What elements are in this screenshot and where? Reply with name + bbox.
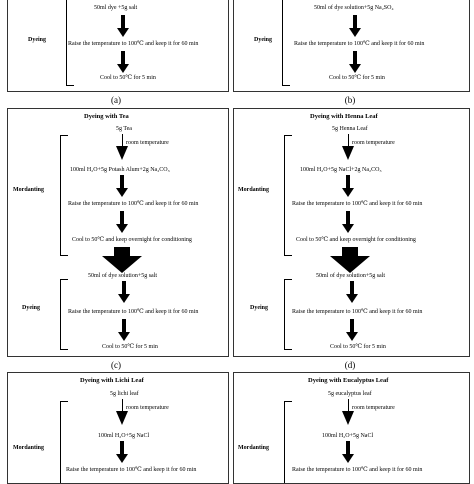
panel-b: 50ml of dye solution+5g Na₂SO₄ Dyeing Ra…: [233, 0, 470, 92]
panel-f-flow-line: [348, 399, 349, 413]
down-arrow-icon: [118, 319, 130, 341]
panel-e-mordant-bracket: [60, 401, 61, 483]
panel-c-cool-2: Cool to 50℃ for 5 min: [102, 344, 158, 350]
panel-f: Dyeing with Eucalyptus Leaf 5g eucalyptu…: [233, 372, 470, 484]
panel-d-raise-2: Raise the temperature to 100℃ and keep i…: [292, 309, 423, 315]
panel-d-dye-bracket-foot: [284, 349, 292, 350]
down-arrow-icon: [342, 211, 354, 233]
panel-d-flow-line: [348, 134, 349, 148]
panel-c-room-temp: room temperature: [126, 140, 169, 146]
panel-a: 50ml dye +5g salt Dyeing Raise the tempe…: [7, 0, 229, 92]
panel-d-mordant-label: Mordanting: [238, 187, 270, 193]
panel-d-mordant-bracket-foot: [284, 255, 292, 256]
down-arrow-icon: [346, 281, 358, 303]
panel-e-flow-line: [122, 399, 123, 413]
panel-d-dye-label: Dyeing: [250, 305, 268, 311]
down-arrow-icon: [116, 175, 128, 197]
panel-e-title: Dyeing with Lichi Leaf: [80, 377, 144, 384]
panel-f-mordant-bracket-top: [284, 401, 292, 402]
panel-f-recipe: 100ml H₂O+5g NaCl: [322, 433, 374, 439]
panel-c-flow-line: [122, 134, 123, 148]
panel-f-room-temp: room temperature: [352, 405, 395, 411]
panel-b-stage-label: Dyeing: [254, 37, 272, 43]
big-down-arrow-icon: [102, 247, 142, 273]
down-arrow-icon: [117, 15, 129, 37]
panel-c-dye-salt: 50ml of dye solution+5g salt: [88, 273, 158, 279]
panel-d-mordant-bracket-top: [284, 135, 292, 136]
panel-b-raise-step: Raise the temperature to 100℃ and keep i…: [294, 41, 425, 47]
panel-d-dye-salt: 50ml of dye solution+5g salt: [316, 273, 386, 279]
down-arrow-icon: [342, 175, 354, 197]
big-down-arrow-icon: [330, 247, 370, 273]
panel-a-dye-salt: 50ml dye +5g salt: [94, 5, 138, 11]
panel-d-raise-1: Raise the temperature to 100℃ and keep i…: [292, 201, 423, 207]
down-arrow-icon: [116, 146, 128, 160]
panel-c-recipe: 100ml H₂O+5g Potash Alum+2g Na₂CO₃: [70, 167, 170, 173]
panel-d-room-temp: room temperature: [352, 140, 395, 146]
panel-e-mordant-bracket-top: [60, 401, 68, 402]
panel-e-room-temp: room temperature: [126, 405, 169, 411]
panel-d-dye-bracket-top: [284, 279, 292, 280]
down-arrow-icon: [349, 51, 361, 73]
panel-e-recipe: 100ml H₂O+5g NaCl: [98, 433, 150, 439]
down-arrow-icon: [342, 411, 354, 425]
down-arrow-icon: [116, 411, 128, 425]
down-arrow-icon: [346, 319, 358, 341]
panel-c-dye-bracket-top: [60, 279, 68, 280]
panel-c-cool-1: Cool to 50℃ and keep overnight for condi…: [72, 237, 192, 243]
panel-c-dye-label: Dyeing: [22, 305, 40, 311]
panel-e-mordant-label: Mordanting: [13, 445, 45, 451]
panel-a-stage-label: Dyeing: [28, 37, 46, 43]
down-arrow-icon: [116, 441, 128, 463]
panel-a-bracket-foot: [66, 85, 74, 86]
panel-c-mordant-bracket-foot: [60, 255, 68, 256]
panel-f-mordant-bracket: [284, 401, 285, 483]
panel-b-dye-salt: 50ml of dye solution+5g Na₂SO₄: [314, 5, 394, 11]
panel-a-cool-step: Cool to 50℃ for 5 min: [100, 75, 156, 81]
panel-f-raise: Raise the temperature to 100℃ and keep i…: [292, 467, 423, 473]
panel-c-dye-bracket-foot: [60, 349, 68, 350]
panel-c-mordant-label: Mordanting: [13, 187, 45, 193]
panel-c-dye-bracket: [60, 279, 61, 349]
panel-b-bracket: [282, 0, 283, 85]
down-arrow-icon: [118, 281, 130, 303]
panel-c-mordant-bracket: [60, 135, 61, 255]
panel-b-cool-step: Cool to 50℃ for 5 min: [329, 75, 385, 81]
panel-b-bracket-foot: [282, 85, 290, 86]
down-arrow-icon: [342, 146, 354, 160]
panel-c-raise-2: Raise the temperature to 100℃ and keep i…: [68, 309, 199, 315]
panel-d-recipe: 100ml H₂O+5g NaCl+2g Na₂CO₃: [300, 167, 382, 173]
down-arrow-icon: [349, 15, 361, 37]
panel-e-source: 5g lichi leaf: [110, 391, 139, 397]
panel-d-title: Dyeing with Henna Leaf: [310, 113, 378, 120]
panel-c-raise-1: Raise the temperature to 100℃ and keep i…: [68, 201, 199, 207]
down-arrow-icon: [342, 441, 354, 463]
panel-c-mordant-bracket-top: [60, 135, 68, 136]
caption-d: (d): [344, 360, 356, 370]
panel-d-dye-bracket: [284, 279, 285, 349]
panel-d-source: 5g Henna Leaf: [332, 126, 368, 132]
caption-a: (a): [111, 95, 121, 105]
caption-c: (c): [111, 360, 121, 370]
panel-a-bracket: [66, 0, 67, 85]
panel-e: Dyeing with Lichi Leaf 5g lichi leaf roo…: [7, 372, 229, 484]
panel-d-cool-1: Cool to 50℃ and keep overnight for condi…: [296, 237, 416, 243]
panel-d-cool-2: Cool to 50℃ for 5 min: [330, 344, 386, 350]
panel-d-mordant-bracket: [284, 135, 285, 255]
panel-c: Dyeing with Tea 5g Tea room temperature …: [7, 108, 229, 357]
panel-f-source: 5g eucalyptus leaf: [328, 391, 372, 397]
panel-f-title: Dyeing with Eucalyptus Leaf: [308, 377, 389, 384]
panel-f-mordant-label: Mordanting: [238, 445, 270, 451]
panel-c-source: 5g Tea: [116, 126, 132, 132]
caption-b: (b): [344, 95, 356, 105]
panel-a-raise-step: Raise the temperature to 100℃ and keep i…: [68, 41, 199, 47]
panel-c-title: Dyeing with Tea: [84, 113, 129, 120]
panel-e-raise: Raise the temperature to 100℃ and keep i…: [66, 467, 197, 473]
down-arrow-icon: [117, 51, 129, 73]
panel-d: Dyeing with Henna Leaf 5g Henna Leaf roo…: [233, 108, 470, 357]
down-arrow-icon: [116, 211, 128, 233]
